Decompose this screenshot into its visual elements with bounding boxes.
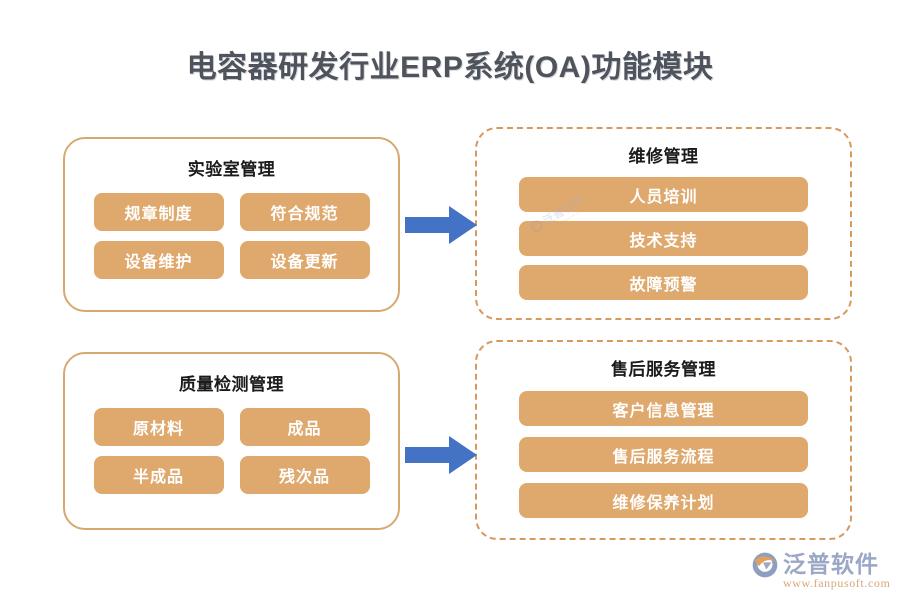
- pill-qc-1[interactable]: 成品: [239, 408, 370, 446]
- card-qc: 质量检测管理 原材料 成品 半成品 残次品: [63, 352, 400, 530]
- pill-lab-0[interactable]: 规章制度: [93, 193, 224, 231]
- brand-logo: 泛普软件 www.fanpusoft.com: [752, 552, 890, 590]
- card-title-svc: 售后服务管理: [611, 360, 716, 379]
- brand-url: www.fanpusoft.com: [783, 576, 891, 590]
- pill-maint-1[interactable]: 技术支持: [519, 221, 808, 256]
- pill-grid-maint: 人员培训 技术支持 故障预警: [477, 177, 850, 300]
- card-title-maint: 维修管理: [628, 147, 699, 166]
- card-title-qc: 质量检测管理: [179, 375, 284, 394]
- card-maint: 维修管理 人员培训 技术支持 故障预警: [475, 127, 852, 320]
- brand-name: 泛普软件: [783, 551, 879, 577]
- card-svc: 售后服务管理 客户信息管理 售后服务流程 维修保养计划: [475, 340, 852, 540]
- arrow-right-icon-bottom: [405, 434, 477, 476]
- pill-lab-2[interactable]: 设备维护: [93, 241, 224, 279]
- pill-grid-lab: 规章制度 符合规范 设备维护 设备更新: [65, 193, 398, 279]
- pill-qc-3[interactable]: 残次品: [239, 456, 370, 494]
- card-lab: 实验室管理 规章制度 符合规范 设备维护 设备更新: [63, 137, 400, 312]
- pill-lab-1[interactable]: 符合规范: [239, 193, 370, 231]
- pill-svc-1[interactable]: 售后服务流程: [519, 437, 808, 472]
- arrow-right-icon-top: [405, 204, 477, 246]
- pill-qc-0[interactable]: 原材料: [93, 408, 224, 446]
- pill-svc-2[interactable]: 维修保养计划: [519, 483, 808, 518]
- pill-qc-2[interactable]: 半成品: [93, 456, 224, 494]
- pill-maint-0[interactable]: 人员培训: [519, 177, 808, 212]
- pill-grid-qc: 原材料 成品 半成品 残次品: [65, 408, 398, 494]
- fanpu-logo-icon: [752, 552, 778, 578]
- pill-maint-2[interactable]: 故障预警: [519, 265, 808, 300]
- pill-grid-svc: 客户信息管理 售后服务流程 维修保养计划: [477, 391, 850, 518]
- pill-svc-0[interactable]: 客户信息管理: [519, 391, 808, 426]
- page-title: 电容器研发行业ERP系统(OA)功能模块: [186, 51, 714, 84]
- brand-logo-text: 泛普软件 www.fanpusoft.com: [783, 552, 890, 590]
- pill-lab-3[interactable]: 设备更新: [239, 241, 370, 279]
- card-title-lab: 实验室管理: [187, 160, 276, 179]
